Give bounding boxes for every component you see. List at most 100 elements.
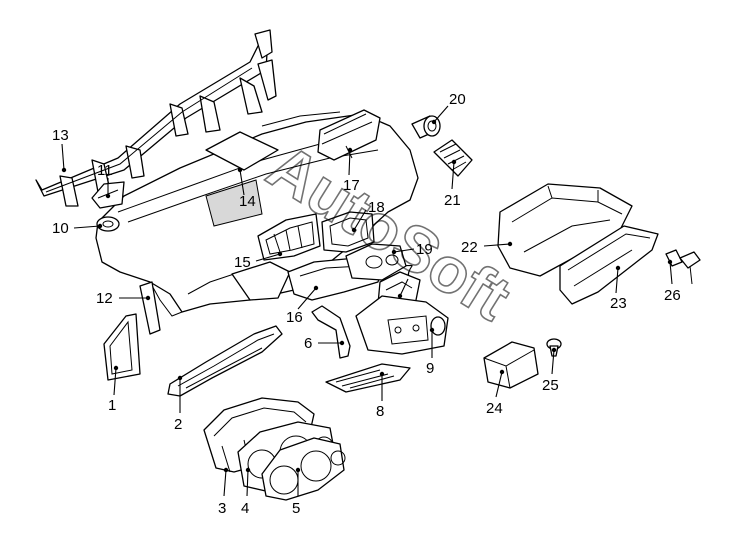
callout-number: 1	[108, 397, 116, 414]
callout-number: 16	[286, 309, 303, 326]
leader-dot	[499, 369, 505, 375]
leader-dot	[391, 249, 397, 255]
end-panel-trim-drawing	[139, 281, 161, 335]
glove-box-door-drawing	[559, 225, 659, 305]
leader-line	[239, 169, 245, 196]
leader-dot	[667, 259, 673, 265]
leader-line	[73, 225, 101, 229]
bracket-drawing	[311, 305, 351, 359]
cross-car-beam-drawing	[35, 29, 277, 207]
callout-number: 2	[174, 416, 182, 433]
leader-dot	[177, 375, 183, 381]
leader-dot	[429, 327, 435, 333]
leader-line	[255, 253, 281, 262]
callout-number: 12	[96, 290, 113, 307]
leader-dot	[237, 167, 243, 173]
center-vent-drawing	[257, 213, 321, 261]
callout-number: 26	[664, 287, 681, 304]
callout-control-module: 24	[486, 369, 505, 417]
leader-dot	[295, 467, 301, 473]
passenger-airbag-drawing	[317, 109, 381, 161]
callout-center-stack-trim: 7	[397, 262, 413, 299]
leader-line	[669, 261, 673, 285]
leader-line	[483, 243, 511, 247]
callout-glove-box-door: 23	[610, 265, 627, 312]
callout-center-vent-right: 18	[351, 199, 385, 233]
callout-storage-lid: 14	[237, 167, 256, 210]
leader-line	[348, 149, 351, 176]
cluster-bezel-drawing	[261, 437, 346, 501]
callout-lower-knee-panel: 2	[174, 375, 183, 433]
lower-knee-panel-drawing	[167, 325, 283, 397]
leader-line	[615, 267, 619, 294]
callout-number: 17	[343, 177, 360, 194]
hazard-switch-panel-drawing	[345, 243, 407, 281]
callout-number: 10	[52, 220, 69, 237]
callout-center-bezel: 16	[286, 285, 319, 326]
callout-number: 14	[239, 193, 256, 210]
callout-bracket: 6	[304, 335, 345, 352]
callout-cross-car-beam: 13	[52, 127, 69, 173]
callout-side-vent: 21	[444, 159, 461, 209]
leader-line	[495, 371, 503, 398]
leader-dot	[223, 467, 229, 473]
leader-dot	[615, 265, 621, 271]
callout-end-panel-trim: 12	[96, 290, 151, 307]
center-console-bracket-drawing	[355, 295, 449, 355]
callout-number: 13	[52, 127, 69, 144]
leader-line	[113, 367, 117, 396]
leader-dot	[507, 241, 513, 247]
callout-number: 24	[486, 400, 503, 417]
callout-number: 8	[376, 403, 384, 420]
leader-line	[393, 248, 415, 253]
callout-number: 6	[304, 335, 312, 352]
callout-number: 15	[234, 254, 251, 271]
leader-line	[246, 469, 249, 497]
leader-line	[297, 287, 317, 310]
leader-dot	[347, 147, 353, 153]
callout-number: 4	[241, 500, 249, 517]
leader-dot	[277, 251, 283, 257]
callout-left-side-end-cover: 1	[108, 365, 119, 414]
callout-center-vent: 15	[234, 251, 283, 271]
callout-instrument-cluster-housing: 3	[218, 467, 229, 517]
callout-number: 19	[416, 241, 433, 258]
round-vent-drawing	[411, 115, 441, 139]
leader-dot	[105, 193, 111, 199]
leader-dot	[61, 167, 67, 173]
leader-line	[433, 105, 449, 123]
leader-line	[551, 349, 555, 375]
callout-round-vent: 20	[431, 91, 466, 125]
leader-dot	[397, 293, 403, 299]
leader-dot	[351, 227, 357, 233]
leader-dot	[313, 285, 319, 291]
callout-glove-box-lock: 26	[664, 259, 681, 304]
callout-number: 11	[97, 162, 113, 179]
leader-dot	[97, 223, 103, 229]
callout-number: 22	[461, 239, 478, 256]
callout-center-console-bracket: 9	[426, 327, 435, 377]
leader-line	[451, 161, 455, 190]
leader-dot	[551, 347, 557, 353]
storage-lid-drawing	[205, 131, 279, 171]
callout-number: 18	[368, 199, 385, 216]
speaker-drawing	[96, 216, 120, 232]
callout-speaker: 10	[52, 220, 103, 237]
callout-number: 9	[426, 360, 434, 377]
callout-instrument-cluster: 4	[241, 467, 251, 517]
callout-number: 25	[542, 377, 559, 394]
leader-line	[61, 143, 65, 171]
callout-number: 21	[444, 192, 461, 209]
callout-number: 7	[405, 262, 413, 279]
leader-dot	[451, 159, 457, 165]
side-vent-drawing	[433, 139, 473, 177]
callout-speaker-grille: 11	[97, 162, 113, 199]
callout-passenger-airbag: 17	[343, 147, 360, 194]
callout-hazard-switch-panel: 19	[391, 241, 433, 258]
leader-line	[399, 278, 409, 297]
leader-dot	[339, 340, 345, 346]
leader-dot	[113, 365, 119, 371]
